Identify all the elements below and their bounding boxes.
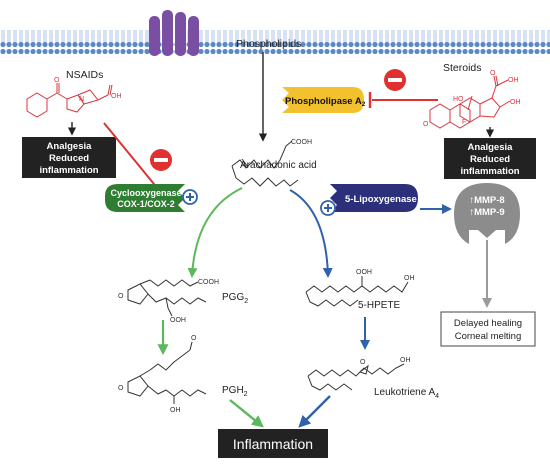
phospholipase-a2-enzyme: Phospholipase A2: [282, 87, 366, 113]
steroid-ho: HO: [453, 96, 464, 103]
mmp-line1: ↑MMP-8: [469, 195, 504, 206]
lta4-oh: OH: [400, 357, 411, 364]
pgh2-o-ring: O: [118, 385, 124, 392]
lta4-base: Leukotriene A: [374, 387, 435, 398]
lipoxygenase-enzyme: 5-Lipoxygenase: [330, 184, 418, 212]
lta4-label: Leukotriene A4: [374, 387, 439, 400]
lox-plus-icon: [320, 200, 336, 216]
steroid-o-ring: O: [423, 121, 429, 128]
membrane-proteins: [149, 10, 199, 56]
cox-line2: COX-1/COX-2: [117, 199, 175, 209]
lox-label: 5-Lipoxygenase: [345, 194, 417, 205]
lta4-o: O: [360, 359, 366, 366]
phospholipids-label: Phospholipids: [236, 38, 301, 50]
cox-line1: Cyclooxygenase: [110, 188, 181, 198]
pla2-subscript: 2: [362, 101, 366, 108]
left-effect-line3: inflammation: [39, 165, 98, 176]
cyclooxygenase-enzyme: Cyclooxygenase COX-1/COX-2: [105, 184, 185, 212]
nsaid-o-atom: O: [54, 77, 60, 84]
cox-plus-icon: [182, 189, 198, 205]
hpete-label: 5-HPETE: [358, 300, 401, 311]
svg-text:Phospholipase A2: Phospholipase A2: [285, 96, 366, 108]
lta4-sub: 4: [435, 393, 439, 400]
pgh2-oh: OH: [170, 407, 181, 414]
pgh2-to-inflammation-arrow: [229, 399, 264, 428]
left-effect-line1: Analgesia: [47, 141, 93, 152]
pgg2-cooh: COOH: [198, 279, 219, 286]
steroid-o-top: O: [490, 70, 496, 77]
mmp-outcome-line1: Delayed healing: [454, 318, 522, 329]
left-effect-box: Analgesia Reduced inflammation: [22, 137, 116, 178]
steroid-inhibit-icon: [384, 69, 406, 91]
aa-to-pgg2-arrow: [187, 187, 243, 278]
nsaids-label: NSAIDs: [66, 69, 103, 81]
left-effect-line2: Reduced: [49, 153, 89, 164]
right-effect-line2: Reduced: [470, 154, 510, 165]
pla2-label: Phospholipase A: [285, 96, 362, 107]
pgg2-ooh: OOH: [170, 317, 186, 324]
pgh2-o-top: O: [191, 335, 197, 342]
arachidonic-acid-label: Arachadonic acid: [240, 160, 317, 171]
nsaid-inhibit-icon: [150, 149, 172, 171]
mmp-line2: ↑MMP-9: [469, 207, 504, 218]
steroids-label: Steroids: [443, 62, 482, 74]
arachidonic-acid-structure: [231, 140, 299, 187]
pgh2-base: PGH: [222, 385, 244, 396]
pgh2-sub: 2: [244, 391, 248, 398]
steroid-structure: [429, 75, 511, 129]
mmp-outcome-line2: Corneal melting: [455, 331, 522, 342]
inflammation-label: Inflammation: [233, 436, 313, 452]
cell-membrane: [0, 10, 550, 56]
lta4-structure: [307, 363, 405, 391]
steroid-oh-2: OH: [510, 99, 521, 106]
steroid-f-atom: F: [462, 119, 466, 126]
right-effect-line1: Analgesia: [468, 142, 514, 153]
nsaid-n-atom: N: [79, 96, 84, 103]
nsaid-oh-label: OH: [111, 93, 122, 100]
pgg2-structure: [127, 279, 207, 317]
nsaid-inhibition-line: [103, 122, 164, 196]
mmp-outcome-box: Delayed healing Corneal melting: [440, 311, 536, 347]
aa-to-hpete-arrow: [289, 189, 333, 278]
steroid-oh-1: OH: [508, 77, 519, 84]
inflammation-box: Inflammation: [218, 429, 328, 458]
pgg2-label: PGG2: [222, 292, 248, 305]
hpete-ooh: OOH: [356, 269, 372, 276]
hpete-structure: [305, 276, 409, 307]
lta4-to-inflammation-arrow: [298, 395, 331, 428]
right-effect-box: Analgesia Reduced inflammation: [444, 138, 536, 179]
mmp-enzyme: ↑MMP-8 ↑MMP-9: [454, 183, 520, 244]
right-effect-line3: inflammation: [460, 166, 519, 177]
pgg2-o-ring: O: [118, 293, 124, 300]
pgh2-structure: [127, 341, 207, 404]
hpete-oh: OH: [404, 275, 415, 282]
pgh2-label: PGH2: [222, 385, 248, 398]
pgg2-base: PGG: [222, 292, 244, 303]
aa-cooh-label: COOH: [291, 139, 312, 146]
pgg2-sub: 2: [244, 298, 248, 305]
nsaid-structure: [26, 83, 113, 118]
